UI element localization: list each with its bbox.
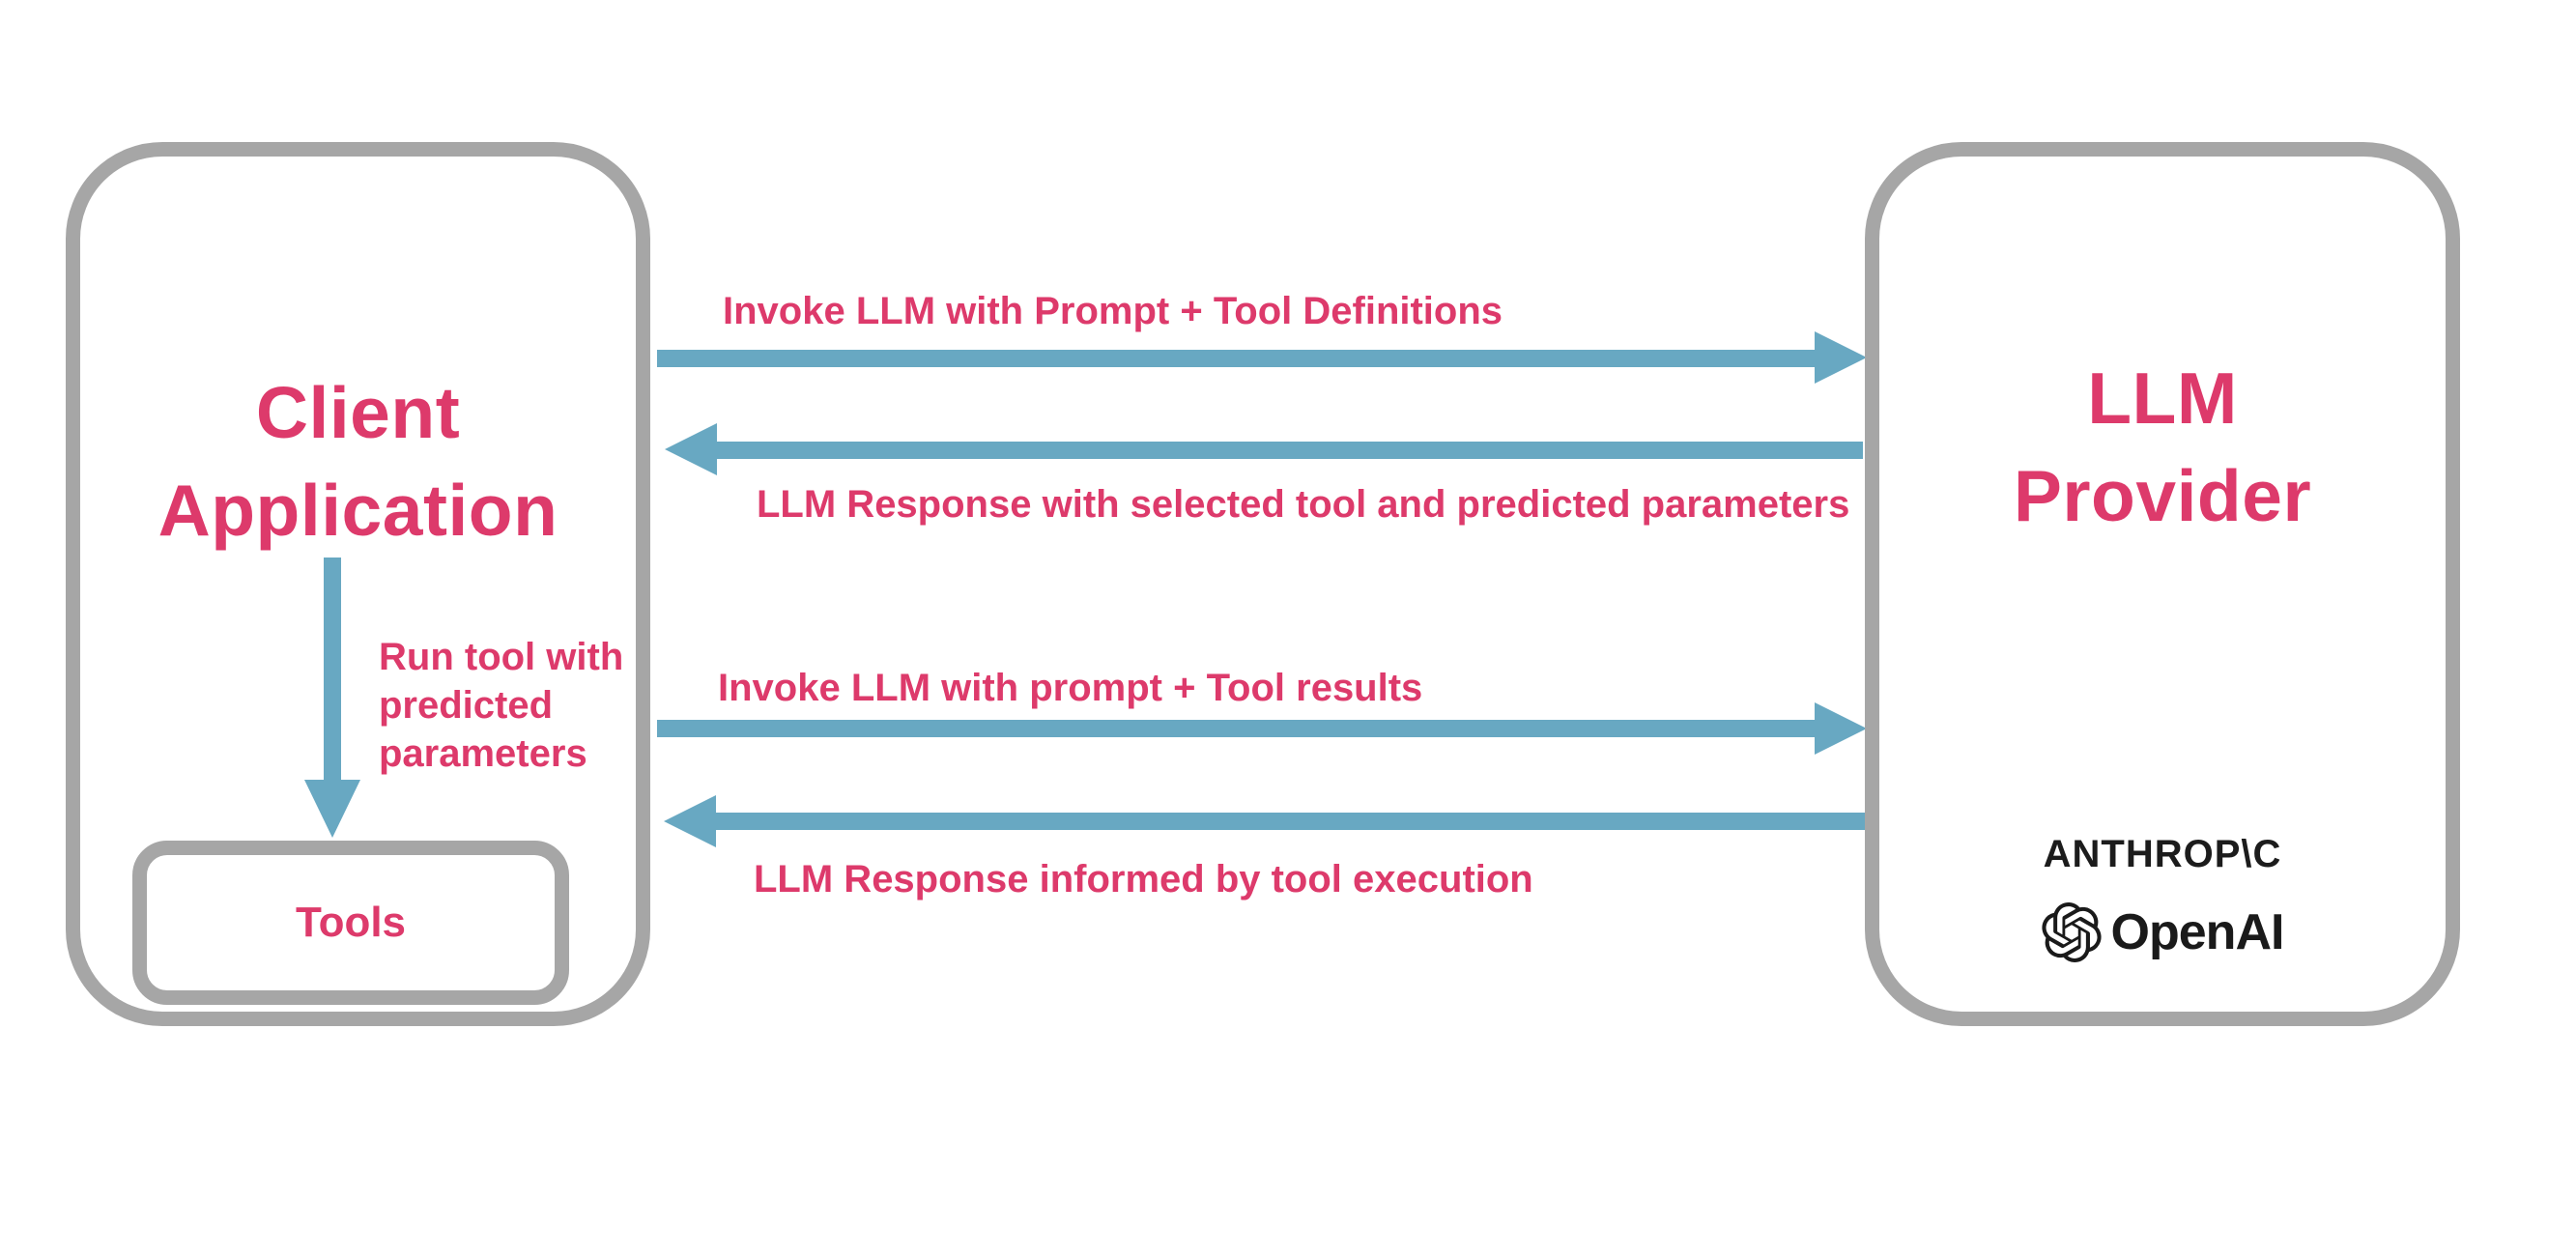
tools-box: Tools [132, 841, 569, 1005]
flow-label-invoke-results: Invoke LLM with prompt + Tool results [718, 667, 1423, 709]
client-application-title: Client Application [157, 372, 558, 551]
openai-icon [2042, 902, 2102, 962]
flow-arrow-2-bar [717, 442, 1863, 459]
run-tool-arrow-head-icon [304, 780, 360, 838]
run-tool-arrow-stem [324, 558, 341, 782]
client-application-box: Client Application Tools [66, 142, 650, 1026]
run-tool-label: Run tool with predicted parameters [379, 636, 624, 775]
flow-arrow-3-right-head-icon [1815, 702, 1867, 755]
flow-arrow-2-left-head-icon [665, 423, 717, 475]
llm-provider-title: LLM Provider [2013, 357, 2312, 536]
openai-wordmark: OpenAI [2110, 904, 2285, 960]
flow-arrow-1-bar [657, 350, 1815, 367]
openai-logo: OpenAI [1879, 902, 2446, 962]
flow-label-response-tool-execution: LLM Response informed by tool execution [754, 858, 1533, 901]
flow-arrow-3-bar [657, 720, 1815, 737]
anthropic-logo: ANTHROP\C [2043, 833, 2282, 875]
flow-label-response-selected-tool: LLM Response with selected tool and pred… [757, 483, 1850, 526]
flow-arrow-4-left-head-icon [664, 795, 716, 847]
flow-arrow-1-right-head-icon [1815, 331, 1867, 384]
tools-label: Tools [295, 899, 407, 946]
llm-provider-box: LLM Provider ANTHROP\C OpenAI [1865, 142, 2460, 1026]
flow-label-invoke-definitions: Invoke LLM with Prompt + Tool Definition… [723, 290, 1503, 332]
flow-arrow-4-bar [716, 813, 1865, 830]
